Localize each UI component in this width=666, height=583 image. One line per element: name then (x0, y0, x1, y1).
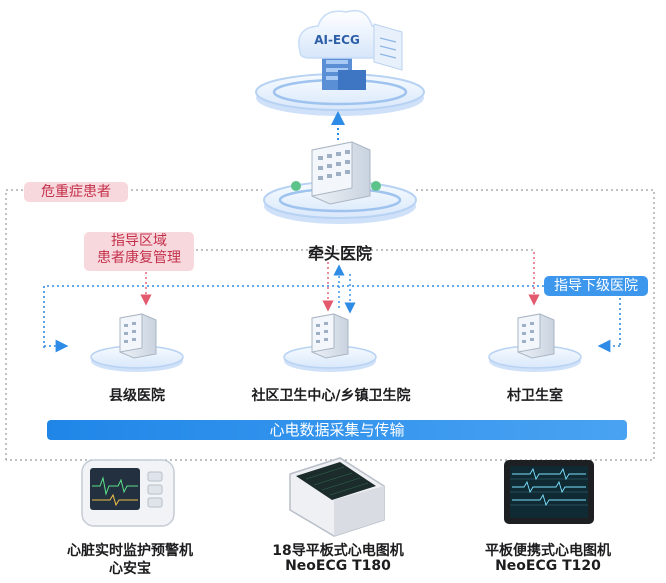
county-hospital-label: 县级医院 (109, 388, 165, 404)
ecg-t180-illustration (289, 457, 385, 537)
regional-guidance-line2: 患者康复管理 (97, 250, 181, 266)
village-clinic-illustration (488, 313, 582, 372)
critical-patient-label: 危重症患者 (41, 184, 111, 200)
device-t180-model: NeoECG T180 (285, 558, 391, 574)
county-hospital-illustration (90, 313, 184, 372)
device-t120-name: 平板便携式心电图机 (485, 543, 611, 559)
lead-hospital-illustration (263, 141, 417, 224)
data-collection-label: 心电数据采集与传输 (269, 421, 405, 439)
community-hospital-illustration (283, 313, 377, 372)
data-collection-bar: 心电数据采集与传输 (47, 420, 627, 440)
device-monitor-brand: 心安宝 (109, 561, 151, 577)
device-t120-model: NeoECG T120 (495, 558, 601, 574)
guide-lower-label: 指导下级医院 (554, 278, 638, 294)
ai-ecg-platform (255, 9, 425, 116)
critical-patient-tag: 危重症患者 (24, 182, 128, 202)
critical-patient-connector (5, 189, 655, 461)
regional-guidance-line1: 指导区域 (111, 233, 167, 249)
monitor-device-illustration (81, 459, 175, 527)
cloud-label: AI-ECG (314, 33, 360, 47)
lead-hospital-label: 牵头医院 (307, 244, 372, 263)
guide-lower-tag: 指导下级医院 (544, 276, 648, 296)
ecg-t120-illustration (504, 460, 594, 524)
regional-guidance-tag: 指导区域 患者康复管理 (84, 232, 194, 271)
guide-lower-connector (43, 285, 621, 348)
village-clinic-label: 村卫生室 (507, 388, 563, 404)
community-hospital-label: 社区卫生中心/乡镇卫生院 (251, 388, 411, 404)
device-t180-name: 18导平板式心电图机 (272, 543, 404, 559)
device-monitor-name: 心脏实时监护预警机 (67, 543, 193, 559)
